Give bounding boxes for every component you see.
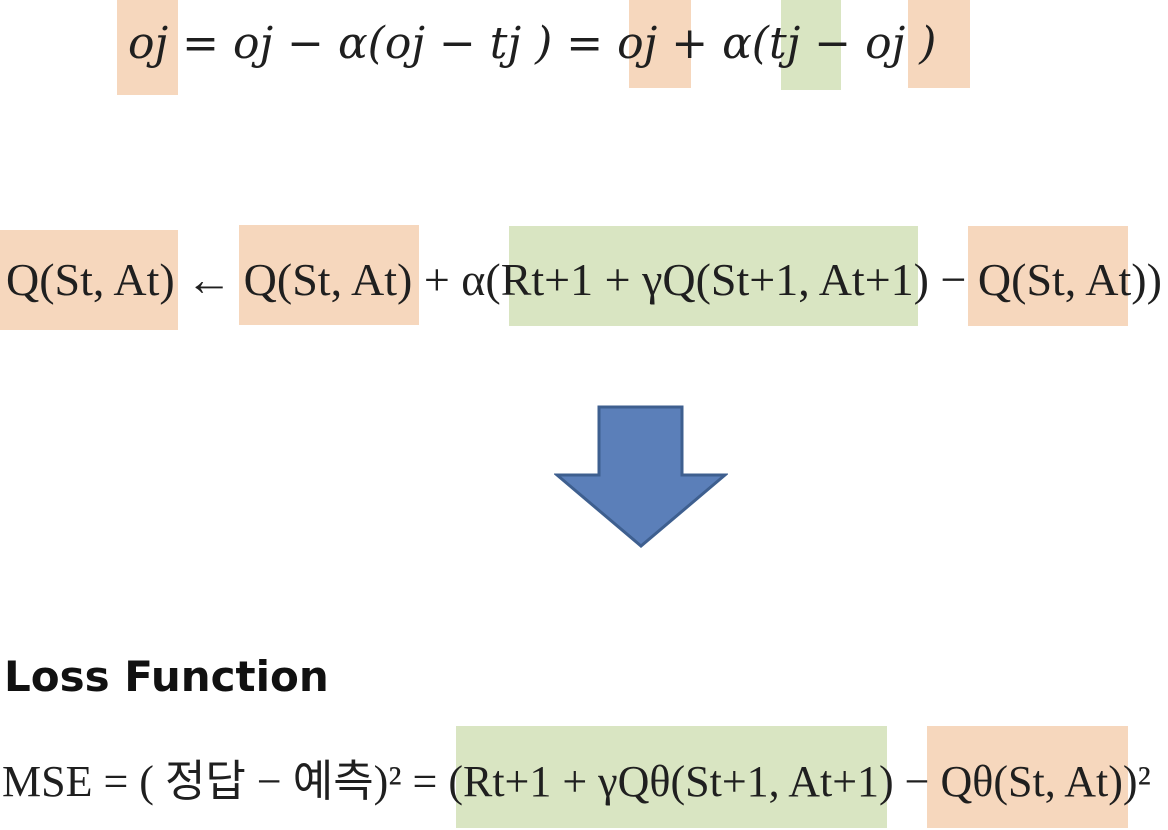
highlight-q-lhs bbox=[0, 230, 178, 330]
equation-mse-loss: MSE = ( 정답 − 예측)² = (Rt+1 + γQθ(St+1, At… bbox=[2, 757, 1151, 806]
highlight-tj bbox=[781, 0, 841, 90]
section-title: Loss Function bbox=[4, 652, 329, 701]
highlight-mse-target bbox=[456, 726, 887, 828]
highlight-td-target bbox=[509, 226, 918, 326]
equation-delta-rule: oj = oj − α(oj − tj ) = oj + α(tj − oj ) bbox=[128, 18, 937, 69]
down-arrow-shape bbox=[554, 405, 728, 548]
highlight-q-subtract bbox=[968, 226, 1128, 326]
equation-q-learning-update: Q(St, At) ← Q(St, At) + α(Rt+1 + γQ(St+1… bbox=[6, 254, 1162, 305]
highlight-mse-prediction bbox=[927, 726, 1128, 828]
highlight-oj-middle bbox=[629, 0, 691, 88]
highlight-oj-right bbox=[908, 0, 970, 88]
highlight-oj-left bbox=[117, 0, 178, 95]
highlight-q-current bbox=[239, 225, 419, 325]
down-arrow-icon bbox=[554, 405, 728, 548]
